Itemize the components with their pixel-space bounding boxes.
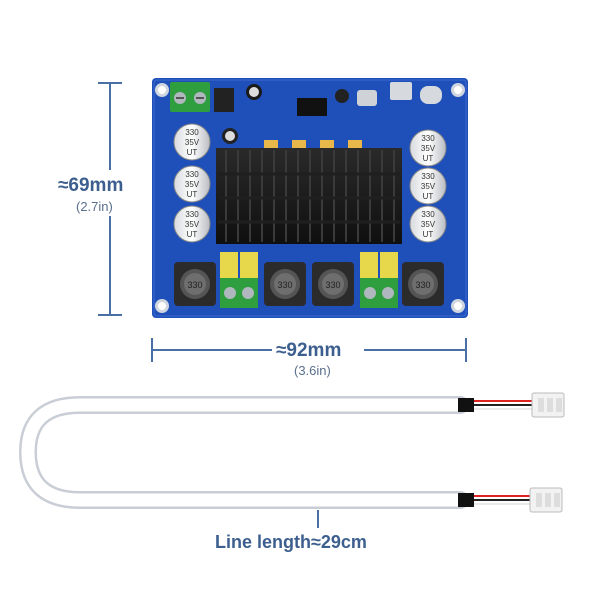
inductor-1: 330 (174, 262, 216, 306)
svg-text:330: 330 (325, 280, 340, 290)
svg-text:UT: UT (423, 230, 434, 239)
svg-text:35V: 35V (421, 144, 436, 153)
svg-text:330: 330 (277, 280, 292, 290)
mounting-hole-icon (155, 83, 465, 313)
svg-text:35V: 35V (421, 182, 436, 191)
capacitor-left-3: 330 35V UT (173, 205, 211, 243)
inductor-4: 330 (402, 262, 444, 306)
svg-text:35V: 35V (185, 180, 200, 189)
svg-text:UT: UT (187, 190, 198, 199)
svg-text:UT: UT (187, 148, 198, 157)
svg-text:330: 330 (185, 170, 199, 179)
inductor-3: 330 (312, 262, 354, 306)
ic-chip (297, 98, 327, 116)
speaker-terminal-left (220, 252, 258, 308)
svg-text:330: 330 (185, 210, 199, 219)
heat-sink (216, 148, 402, 244)
capacitor-left-2: 330 35V UT (173, 165, 211, 203)
svg-text:UT: UT (423, 192, 434, 201)
svg-text:330: 330 (421, 134, 435, 143)
svg-text:35V: 35V (185, 138, 200, 147)
cable-connector-bottom (458, 487, 563, 513)
width-dimension-inches: (3.6in) (294, 363, 331, 378)
power-terminal (170, 82, 210, 112)
cable-length-label: Line length≈29cm (215, 532, 367, 552)
svg-text:UT: UT (423, 154, 434, 163)
svg-text:330: 330 (421, 210, 435, 219)
capacitor-right-1: 330 35V UT (409, 129, 447, 167)
usb-port (390, 82, 412, 100)
inductor-2: 330 (264, 262, 306, 306)
height-dimension-inches: (2.7in) (76, 199, 113, 214)
diode (214, 88, 234, 112)
svg-text:330: 330 (421, 172, 435, 181)
speaker-terminal-right (360, 252, 398, 308)
svg-text:330: 330 (187, 280, 202, 290)
capacitor-left-1: 330 35V UT (173, 123, 211, 161)
amplifier-board: 330 35V UT 330 35V UT 330 35V UT 330 35V… (152, 78, 468, 318)
capacitor-right-3: 330 35V UT (409, 205, 447, 243)
svg-text:35V: 35V (421, 220, 436, 229)
cable-connector-top (458, 392, 565, 418)
height-dimension-label: ≈69mm (58, 175, 124, 196)
svg-text:330: 330 (185, 128, 199, 137)
svg-text:35V: 35V (185, 220, 200, 229)
capacitor-right-2: 330 35V UT (409, 167, 447, 205)
svg-text:UT: UT (187, 230, 198, 239)
svg-text:330: 330 (415, 280, 430, 290)
width-dimension-label: ≈92mm (276, 340, 342, 361)
